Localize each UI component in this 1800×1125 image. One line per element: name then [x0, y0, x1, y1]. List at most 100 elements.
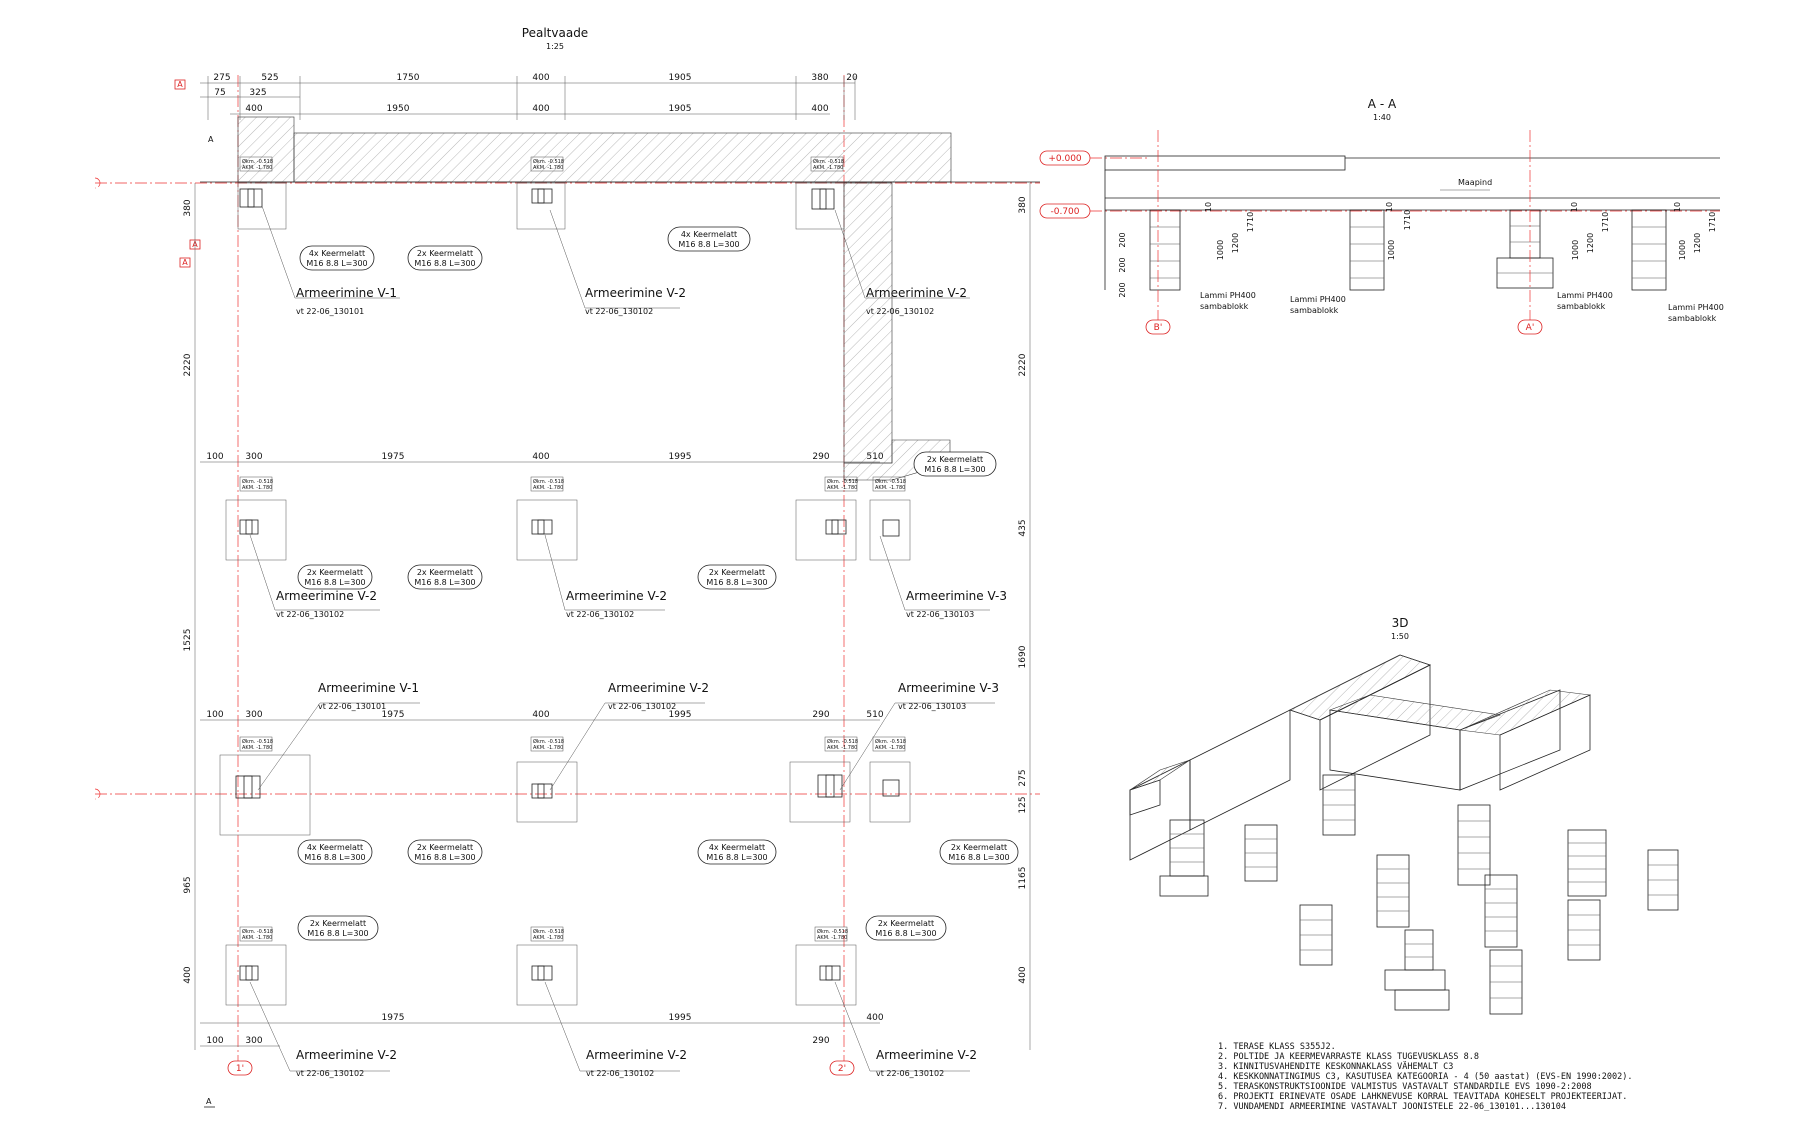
section-marker-label: A	[206, 1097, 212, 1106]
svg-text:Armeerimine V-1: Armeerimine V-1	[296, 286, 397, 300]
dim-label: 300	[245, 1036, 262, 1046]
section-scale: 1:40	[1373, 113, 1391, 122]
dim-label: 1975	[382, 710, 405, 720]
svg-text:vt 22-06_130102: vt 22-06_130102	[276, 610, 344, 619]
svg-text:2x Keermelatt: 2x Keermelatt	[878, 919, 934, 928]
svg-text:Økm. -0.518: Økm. -0.518	[533, 478, 564, 485]
dim-label: 1995	[669, 452, 692, 462]
svg-text:vt 22-06_130102: vt 22-06_130102	[586, 1069, 654, 1078]
svg-text:1000: 1000	[1216, 240, 1225, 260]
svg-text:200: 200	[1118, 257, 1127, 272]
svg-text:vt 22-06_130102: vt 22-06_130102	[866, 307, 934, 316]
dim-label: 275	[1018, 769, 1028, 786]
svg-text:AKM. -1.780: AKM. -1.780	[533, 745, 563, 751]
dim-label: 100	[206, 452, 223, 462]
dim-label: 1905	[669, 73, 692, 83]
dim-label: 380	[811, 73, 828, 83]
svg-text:Armeerimine V-2: Armeerimine V-2	[276, 589, 377, 603]
svg-text:1': 1'	[236, 1064, 244, 1074]
wall-hatch	[293, 132, 952, 183]
wall-hatch	[843, 182, 893, 464]
svg-text:sambablokk: sambablokk	[1557, 302, 1606, 311]
axis-bubble-b: B'	[1145, 319, 1171, 335]
svg-text:A: A	[177, 80, 183, 89]
dim-label: 1165	[1018, 867, 1028, 890]
note-line: 2. POLTIDE JA KEERMEVARRASTE KLASS TUGEV…	[1218, 1052, 1479, 1062]
svg-text:10: 10	[1204, 202, 1213, 212]
svg-text:M16 8.8 L=300: M16 8.8 L=300	[307, 929, 368, 938]
dim-label: 435	[1018, 519, 1028, 536]
svg-text:M16 8.8 L=300: M16 8.8 L=300	[306, 259, 367, 268]
svg-text:4x Keermelatt: 4x Keermelatt	[307, 843, 363, 852]
svg-text:Økm. -0.518: Økm. -0.518	[827, 738, 858, 745]
svg-text:Økm. -0.518: Økm. -0.518	[813, 158, 844, 165]
section-marker-a: A	[174, 79, 186, 90]
svg-text:AKM. -1.780: AKM. -1.780	[533, 935, 563, 941]
note-line: 4. KESKKONNATINGIMUS C3, KASUTUSEA KATEG…	[1218, 1072, 1633, 1082]
dim-label: 400	[532, 73, 549, 83]
dim-label: 20	[846, 73, 858, 83]
section-marker-label: A	[208, 135, 214, 144]
svg-text:M16 8.8 L=300: M16 8.8 L=300	[706, 578, 767, 587]
svg-text:AKM. -1.780: AKM. -1.780	[242, 745, 272, 751]
svg-text:1710: 1710	[1246, 212, 1255, 232]
dim-label: 1690	[1018, 645, 1028, 668]
section-blocks	[1149, 209, 1667, 291]
iso-walls	[1129, 654, 1592, 861]
svg-text:2x Keermelatt: 2x Keermelatt	[927, 455, 983, 464]
base-plates	[235, 188, 900, 981]
plan-title: Pealtvaade	[522, 26, 588, 40]
note-line: 7. VUNDAMENDI ARMEERIMINE VASTAVALT JOON…	[1218, 1102, 1566, 1112]
svg-text:Økm. -0.518: Økm. -0.518	[533, 158, 564, 165]
dim-label: 400	[532, 104, 549, 114]
svg-text:2x Keermelatt: 2x Keermelatt	[417, 843, 473, 852]
svg-text:1200: 1200	[1586, 233, 1595, 253]
dim-label: 510	[866, 452, 883, 462]
dim-label: 325	[249, 88, 266, 98]
svg-text:vt 22-06_130103: vt 22-06_130103	[906, 610, 974, 619]
svg-text:10: 10	[1673, 202, 1682, 212]
svg-text:Lammi PH400: Lammi PH400	[1557, 291, 1613, 300]
dim-label: 2220	[1018, 353, 1028, 376]
dim-label: 290	[812, 1036, 829, 1046]
svg-text:Armeerimine V-2: Armeerimine V-2	[866, 286, 967, 300]
svg-text:M16 8.8 L=300: M16 8.8 L=300	[304, 578, 365, 587]
svg-text:2x Keermelatt: 2x Keermelatt	[417, 568, 473, 577]
svg-text:Økm. -0.518: Økm. -0.518	[817, 928, 848, 935]
pad-outlines	[219, 182, 911, 1006]
dim-label: 510	[866, 710, 883, 720]
svg-text:AKM. -1.780: AKM. -1.780	[533, 485, 563, 491]
svg-text:4x Keermelatt: 4x Keermelatt	[681, 230, 737, 239]
svg-text:Økm. -0.518: Økm. -0.518	[875, 738, 906, 745]
svg-text:2': 2'	[838, 1064, 846, 1074]
svg-text:M16 8.8 L=300: M16 8.8 L=300	[414, 259, 475, 268]
dim-label: 400	[866, 1013, 883, 1023]
svg-text:+0.000: +0.000	[1048, 154, 1082, 164]
dim-label: 2220	[183, 353, 193, 376]
svg-text:2x Keermelatt: 2x Keermelatt	[417, 249, 473, 258]
note-line: 3. KINNITUSVAHENDITE KESKONNAKLASS VÄHEM…	[1218, 1061, 1453, 1072]
svg-text:sambablokk: sambablokk	[1200, 302, 1249, 311]
svg-text:AKM. -1.780: AKM. -1.780	[827, 745, 857, 751]
svg-text:Økm. -0.518: Økm. -0.518	[242, 928, 273, 935]
note-line: 1. TERASE KLASS S355J2.	[1218, 1042, 1336, 1052]
svg-text:M16 8.8 L=300: M16 8.8 L=300	[678, 240, 739, 249]
elevation-marker-070: -0.700	[1039, 203, 1091, 219]
axis-bubble-a: A'	[1517, 319, 1543, 335]
svg-text:10: 10	[1570, 202, 1579, 212]
svg-text:vt 22-06_130102: vt 22-06_130102	[876, 1069, 944, 1078]
svg-text:200: 200	[1118, 232, 1127, 247]
note-line: 6. PROJEKTI ERINEVATE OSADE LAHKNEVUSE K…	[1218, 1092, 1627, 1102]
svg-text:vt 22-06_130102: vt 22-06_130102	[296, 1069, 364, 1078]
svg-text:1710: 1710	[1601, 212, 1610, 232]
svg-text:M16 8.8 L=300: M16 8.8 L=300	[875, 929, 936, 938]
dim-label: 400	[811, 104, 828, 114]
dim-label: 1995	[669, 1013, 692, 1023]
dim-label: 290	[812, 710, 829, 720]
svg-text:vt 22-06_130101: vt 22-06_130101	[296, 307, 364, 316]
svg-text:Økm. -0.518: Økm. -0.518	[875, 478, 906, 485]
